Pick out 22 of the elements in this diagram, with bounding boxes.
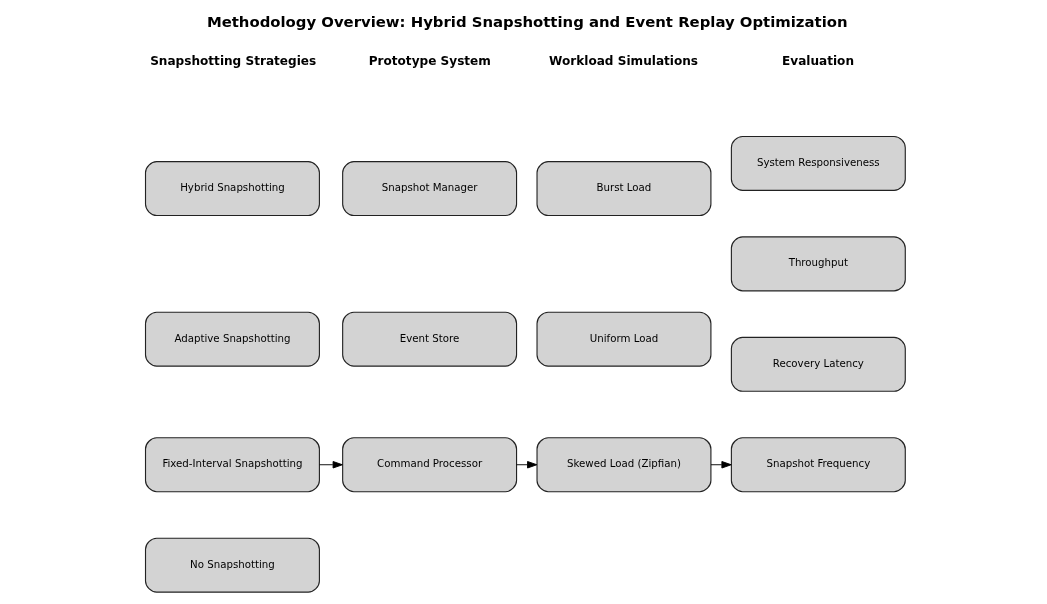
node-box: System Responsiveness [730,135,906,191]
node-box: Hybrid Snapshotting [144,161,320,217]
node-box: Burst Load [535,161,711,217]
node-box: No Snapshotting [144,537,320,593]
arrow [515,461,537,469]
label: Snapshotting Strategies [149,54,316,69]
diagram-title: Methodology Overview: Hybrid Snapshotting and Event Replay Optimization [206,12,848,31]
node-box: Snapshot Manager [341,161,517,217]
node-box: Snapshot Frequency [730,437,906,493]
node-box: Fixed-Interval Snapshotting [144,437,320,493]
node-box: Command Processor [341,437,517,493]
label: Workload Simulations [548,54,698,69]
node-box: Recovery Latency [730,336,906,392]
arrow [318,461,343,469]
node-box: Uniform Load [535,311,711,367]
node-box: Skewed Load (Zipfian) [535,437,711,493]
node-box: Event Store [341,311,517,367]
node-box: Throughput [730,236,906,292]
node-box: Adaptive Snapshotting [144,311,320,367]
label: Evaluation [781,54,854,69]
label: Prototype System [368,54,491,69]
arrow [710,461,732,469]
